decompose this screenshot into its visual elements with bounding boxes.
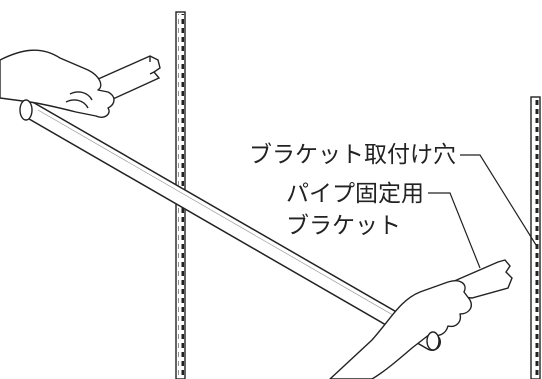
pipe [21, 101, 441, 351]
leader-lines [428, 154, 537, 269]
pipe-end-caps [19, 99, 440, 351]
label-pipe-bracket-line1: パイプ固定用 [286, 181, 424, 207]
label-bracket-slot: ブラケット取付け穴 [249, 142, 456, 168]
left-hand [0, 49, 115, 118]
right-hand [329, 280, 472, 379]
label-pipe-bracket-line2: ブラケット [286, 213, 401, 239]
